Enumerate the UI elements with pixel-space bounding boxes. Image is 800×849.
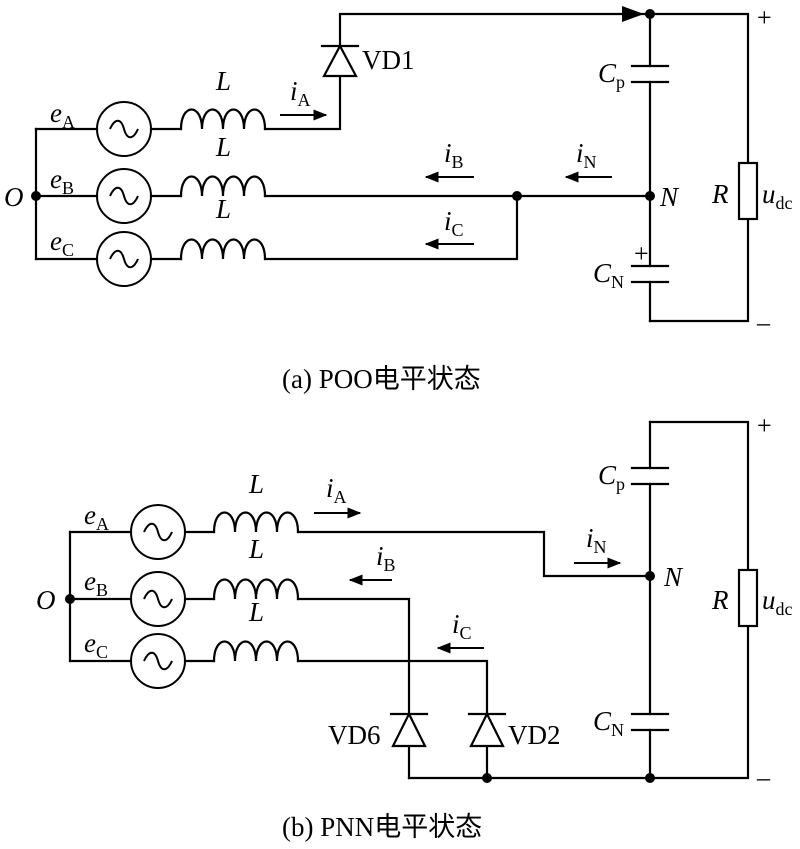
panel-b-label-ic: iC: [452, 609, 472, 643]
panel-a-labels: O eA eB eC L L L iA iB iC iN VD1 Cp CN +…: [4, 3, 793, 394]
panel-b-source-a: [130, 504, 186, 560]
panel-a-inductor-b: [179, 175, 267, 198]
panel-a-phase-c-wire: [34, 194, 519, 261]
panel-b-label-vd2: VD2: [508, 720, 561, 750]
panel-a-label-o: O: [4, 182, 24, 212]
panel-b-diode-vd6: [391, 711, 427, 748]
panel-a-label-ea: eA: [50, 98, 75, 132]
panel-b-caption: (b) PNN电平状态: [282, 812, 482, 842]
panel-a-resistor: [737, 161, 759, 221]
panel-a-label-ib: iB: [444, 138, 464, 172]
panel-a-plus: +: [757, 3, 772, 32]
panel-b-sine-a-icon: [143, 522, 173, 542]
panel-b-dc-rail: [407, 420, 750, 780]
panel-a-source-c: [96, 231, 152, 287]
panel-b-phase-a-wire: [68, 530, 652, 578]
panel-a-label-l2: L: [215, 132, 231, 162]
panel-a-node-n-dot: [645, 191, 655, 201]
panel-a-minus: –: [756, 308, 771, 337]
panel-b-label-l2: L: [248, 534, 264, 564]
panel-a-label-ia: iA: [290, 76, 311, 110]
panel-b-labels: O eA eB eC L L L iA iB iC iN VD6 VD2 Cp …: [36, 411, 793, 842]
panel-b-label-vd6: VD6: [328, 720, 381, 750]
panel-a-source-b: [96, 168, 152, 224]
panel-a-label-r: R: [711, 179, 729, 209]
panel-a-dc-rail: [648, 12, 750, 323]
panel-b-cap-p: [630, 466, 670, 486]
panel-b-label-l3: L: [248, 597, 264, 627]
panel-b-inductor-c: [212, 640, 300, 663]
panel-a-source-a: [96, 101, 152, 157]
panel-a-label-l3: L: [215, 194, 231, 224]
panel-a-label-udc: udc: [762, 179, 793, 213]
panel-b-minus: –: [756, 763, 771, 792]
panel-b-inductor-a: [212, 511, 300, 534]
panel-a-label-ic: iC: [444, 206, 464, 240]
panel-a-label-cp: Cp: [598, 58, 625, 92]
panel-b-circuit: [65, 420, 759, 783]
panel-b-source-c: [130, 633, 186, 689]
panel-b-label-eb: eB: [84, 566, 108, 600]
panel-b-label-udc: udc: [762, 585, 793, 619]
panel-b-label-ea: eA: [84, 500, 109, 534]
panel-a-cap-n: [630, 264, 670, 284]
panel-a-label-eb: eB: [50, 164, 74, 198]
panel-b-label-in: iN: [586, 523, 607, 557]
panel-b-diode-vd2: [469, 711, 505, 748]
panel-a-inductor-a: [179, 108, 267, 131]
panel-b-label-ec: eC: [84, 628, 108, 662]
panel-a-label-in: iN: [576, 138, 597, 172]
panel-b-sine-b-icon: [143, 589, 173, 609]
panel-b-plus: +: [757, 411, 772, 440]
panel-b-phase-c-wire: [68, 659, 489, 714]
panel-b-phase-b-wire: [68, 597, 411, 714]
panel-a-inductor-c: [179, 238, 267, 261]
panel-b-resistor: [737, 568, 759, 628]
panel-a-caption: (a) POO电平状态: [282, 364, 481, 394]
panel-b-label-ia: iA: [326, 473, 347, 507]
panel-b-source-b: [130, 571, 186, 627]
panel-a-cap-polarity: +: [634, 239, 649, 268]
panel-a-label-cn: CN: [593, 258, 624, 292]
panel-a-label-vd1: VD1: [362, 45, 415, 75]
panel-b-label-r: R: [711, 585, 729, 615]
panel-a-label-l1: L: [215, 66, 231, 96]
panel-b-label-ib: iB: [376, 541, 396, 575]
panel-b-sine-c-icon: [143, 651, 173, 671]
panel-a-sine-b-icon: [109, 186, 139, 206]
panel-a-label-ec: eC: [50, 226, 74, 260]
panel-b-label-o: O: [36, 585, 56, 615]
panel-a-circuit: [31, 6, 759, 323]
panel-a-cap-p: [630, 64, 670, 84]
panel-b-label-cn: CN: [593, 706, 624, 740]
panel-b-label-l1: L: [248, 469, 264, 499]
panel-b-node-n-dot: [645, 571, 655, 581]
panel-a-sine-c-icon: [109, 249, 139, 269]
panel-b-label-n: N: [663, 562, 684, 592]
panel-b-cap-n: [630, 712, 670, 732]
panel-a-sine-a-icon: [109, 119, 139, 139]
panel-b-inductor-b: [212, 578, 300, 601]
panel-b-diode-leads: [407, 744, 489, 780]
panel-a-flow-arrow-icon: [622, 6, 644, 22]
panel-a-label-n: N: [659, 182, 680, 212]
panel-b-junction-bottom: [482, 773, 492, 783]
panel-a-diode-vd1: [322, 43, 358, 78]
panel-b-label-cp: Cp: [598, 460, 625, 494]
